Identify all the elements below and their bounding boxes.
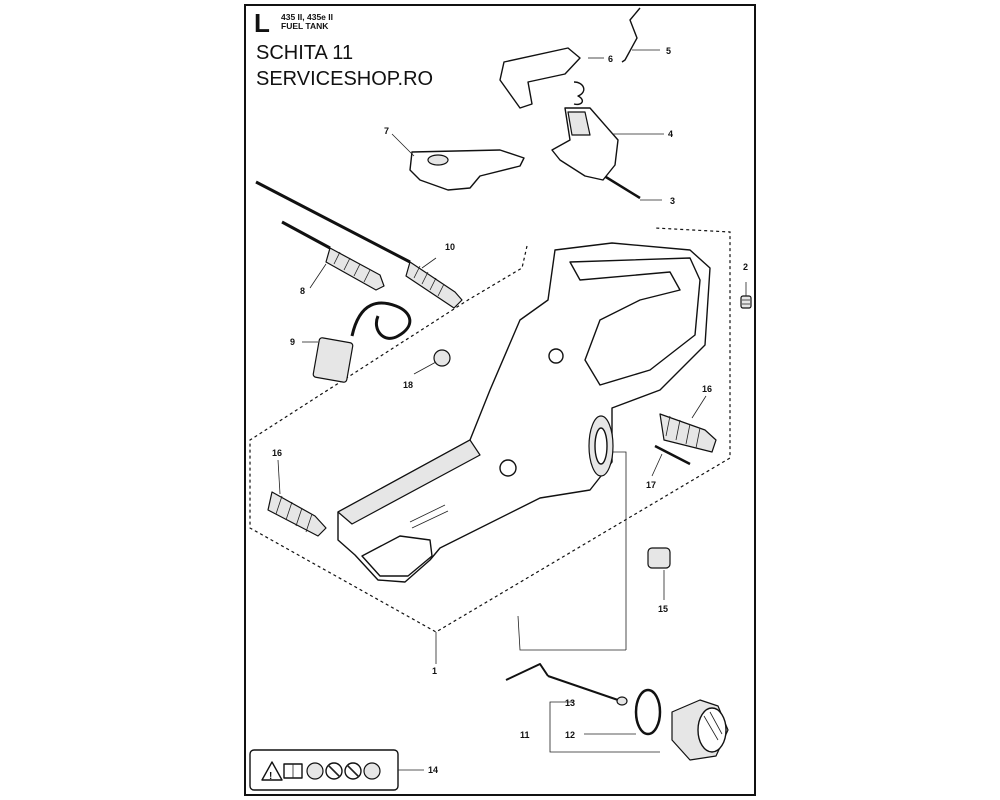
callout-14: 14 bbox=[428, 765, 438, 775]
part-18-grommet bbox=[413, 349, 451, 375]
assembly-outline bbox=[249, 227, 731, 633]
part-8-damper bbox=[281, 220, 385, 291]
no-smoking-icon bbox=[325, 762, 343, 780]
callout-3: 3 bbox=[670, 196, 675, 206]
svg-text:!: ! bbox=[269, 771, 272, 782]
callout-2: 2 bbox=[743, 262, 748, 272]
sheet-title: SCHITA 11 bbox=[256, 42, 354, 64]
part-12-cap-gasket bbox=[634, 688, 662, 736]
callout-13: 13 bbox=[565, 698, 575, 708]
callout-12: 12 bbox=[565, 730, 575, 740]
model-line: 435 II, 435e II bbox=[281, 12, 333, 22]
part-13-pickup-hose bbox=[505, 615, 628, 706]
callout-8: 8 bbox=[300, 286, 305, 296]
part-2-screw bbox=[740, 282, 752, 309]
ear-eye-protection-icon bbox=[306, 762, 324, 780]
callout-11: 11 bbox=[520, 730, 530, 740]
model-header: 435 II, 435e II FUEL TANK bbox=[281, 13, 333, 31]
read-manual-icon bbox=[283, 763, 303, 779]
callout-10: 10 bbox=[445, 242, 455, 252]
callout-16b: 16 bbox=[272, 448, 282, 458]
warning-triangle-icon: ! bbox=[261, 761, 283, 782]
callout-18: 18 bbox=[403, 380, 413, 390]
shop-name: SERVICESHOP.RO bbox=[256, 68, 434, 90]
part-7-handle-trigger bbox=[391, 133, 525, 191]
section-letter: L bbox=[254, 8, 270, 38]
callout-5: 5 bbox=[666, 46, 671, 56]
callout-15: 15 bbox=[658, 604, 668, 614]
part-10-damper-rod bbox=[255, 180, 463, 309]
callout-7: 7 bbox=[384, 126, 389, 136]
assembly-name: FUEL TANK bbox=[281, 21, 329, 31]
part-9-fuel-filter bbox=[302, 301, 412, 383]
part-15-fitting bbox=[612, 451, 671, 650]
callout-17: 17 bbox=[646, 480, 656, 490]
callout-1: 1 bbox=[432, 666, 437, 676]
callout-9: 9 bbox=[290, 337, 295, 347]
callout-11-bracket bbox=[549, 701, 660, 753]
callout-16a: 16 bbox=[702, 384, 712, 394]
callout-4: 4 bbox=[668, 129, 673, 139]
part-17-pin bbox=[651, 444, 691, 477]
fuel-tank-body bbox=[337, 242, 711, 583]
part-6-throttle-lever bbox=[499, 47, 604, 109]
part-16-damper-left bbox=[267, 459, 327, 537]
part-14-warning-label: ! bbox=[249, 749, 424, 791]
part-11-fuel-cap bbox=[671, 699, 729, 761]
no-open-flame-icon bbox=[344, 762, 362, 780]
part-16-damper-right bbox=[659, 395, 717, 453]
part-5-spring-wire bbox=[621, 7, 660, 63]
fire-hazard-icon bbox=[363, 762, 381, 780]
callout-6: 6 bbox=[608, 54, 613, 64]
part-4-throttle-housing bbox=[551, 107, 664, 181]
